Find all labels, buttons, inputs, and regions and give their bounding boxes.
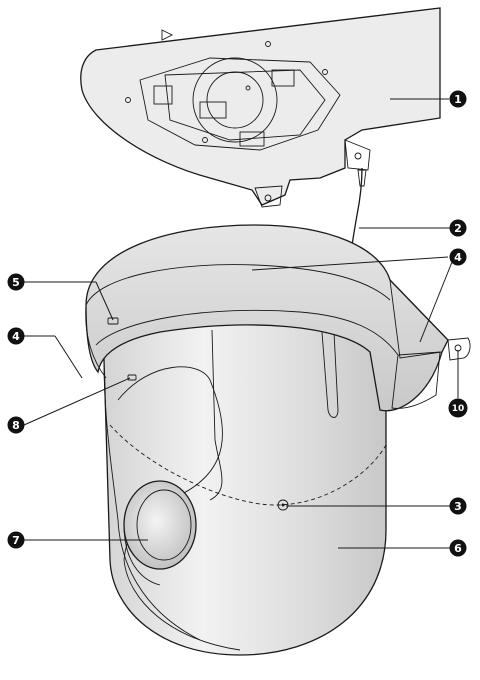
callout-2-label: 2 (454, 222, 462, 235)
leader-lines (16, 98, 459, 549)
callout-8: 8 (7, 416, 25, 434)
status-lamp-5 (107, 317, 119, 325)
callout-6: 6 (449, 539, 467, 557)
camera-top-cover (85, 224, 449, 412)
callout-1-label: 1 (454, 93, 462, 106)
callout-2: 2 (449, 219, 467, 237)
callout-4-left: 4 (7, 327, 25, 345)
callout-3-label: 3 (454, 500, 462, 513)
callout-7: 7 (7, 531, 25, 549)
callout-10: 10 (448, 398, 468, 418)
callout-5: 5 (7, 273, 25, 291)
callout-6-label: 6 (454, 542, 462, 555)
callout-1: 1 (449, 90, 467, 108)
callout-8-label: 8 (12, 419, 20, 432)
callout-7-label: 7 (12, 534, 20, 547)
callout-4-left-label: 4 (12, 330, 20, 343)
camera-body (103, 315, 387, 656)
callout-10-label: 10 (452, 404, 465, 414)
callout-4-right-label: 4 (454, 251, 462, 264)
ceiling-mount-plate (80, 7, 441, 208)
camera-lens (123, 480, 197, 586)
callout-4-right: 4 (449, 248, 467, 266)
callout-3: 3 (449, 497, 467, 515)
wire-bracket (447, 337, 471, 361)
indicator-8 (127, 374, 137, 381)
callout-5-label: 5 (12, 276, 20, 289)
